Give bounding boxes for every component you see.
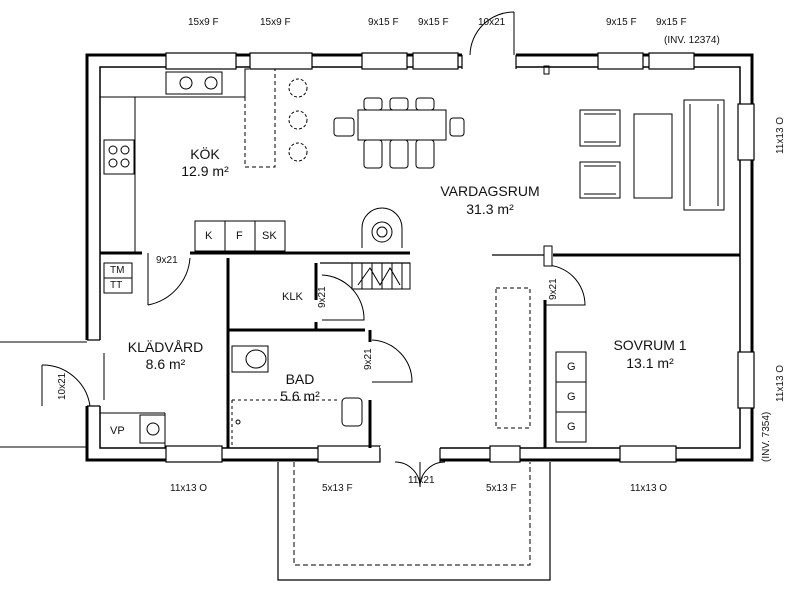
wardrobe xyxy=(495,287,531,429)
inventory-label-right: (INV. 7354) xyxy=(761,411,772,462)
room-bad-name: BAD xyxy=(285,371,315,387)
window-label-bottom-1: 11x13 O xyxy=(170,483,208,494)
kladvard-fixtures xyxy=(100,262,166,448)
room-sovrum1-name: SOVRUM 1 xyxy=(613,337,687,353)
fixture-vp-label: VP xyxy=(110,425,125,437)
fireplace xyxy=(361,207,403,248)
window-label-top-6: 9x15 F xyxy=(656,17,687,28)
window-label-top-2: 15x9 F xyxy=(260,17,291,28)
fixture-tm-label: TM xyxy=(110,265,125,276)
inventory-label-top: (INV. 12374) xyxy=(664,35,720,46)
fixture-f-label: F xyxy=(236,230,243,242)
sofa-group xyxy=(579,99,725,211)
fixture-tt-label: TT xyxy=(110,280,123,291)
window-label-top-5: 9x15 F xyxy=(606,17,637,28)
door-arc-sovrum xyxy=(544,264,586,306)
fixture-k-label: K xyxy=(205,230,213,242)
window-label-top-1: 15x9 F xyxy=(188,17,219,28)
bar-stools xyxy=(288,78,308,162)
window-label-right-2: 11x13 O xyxy=(775,364,786,402)
door-label-klk: 9x21 xyxy=(317,286,328,308)
closet-g-label-2: G xyxy=(567,391,576,403)
exterior-wall-inner xyxy=(99,66,741,449)
door-arc-bad xyxy=(371,339,413,383)
door-label-left-entry: 10x21 xyxy=(57,372,68,400)
window-label-top-3: 9x15 F xyxy=(368,17,399,28)
door-label-top: 10x21 xyxy=(478,17,506,28)
fixture-klk-label: KLK xyxy=(282,291,303,303)
room-kok-name: KÖK xyxy=(190,146,220,162)
bathroom-fixtures xyxy=(231,345,363,448)
window-label-bottom-4: 11x13 O xyxy=(630,483,668,494)
room-vardagsrum-area: 31.3 m² xyxy=(466,201,514,217)
top-windows xyxy=(165,52,695,70)
exterior-wall xyxy=(85,53,754,462)
left-entry-door-arc xyxy=(41,364,91,407)
room-kladvard-name: KLÄDVÅRD xyxy=(127,339,204,355)
window-label-bottom-2: 5x13 F xyxy=(322,483,353,494)
room-kladvard-area: 8.6 m² xyxy=(145,356,186,372)
kitchen-counter xyxy=(100,68,286,253)
right-windows xyxy=(737,103,755,409)
room-kok-area: 12.9 m² xyxy=(181,163,229,179)
wall-klk2 xyxy=(314,322,365,332)
sovrum-closets xyxy=(555,351,587,443)
room-bad-area: 5.6 m² xyxy=(280,388,320,404)
stairs xyxy=(351,262,411,290)
fixture-sk-label: SK xyxy=(262,230,277,242)
window-label-right-1: 11x13 O xyxy=(775,116,786,154)
door-label-bad: 9x21 xyxy=(363,348,374,370)
room-vardagsrum-name: VARDAGSRUM xyxy=(440,183,540,199)
window-label-bottom-3: 5x13 F xyxy=(486,483,517,494)
dining-table xyxy=(333,97,465,169)
top-door-arc xyxy=(469,11,515,56)
door-label-bottom: 11x21 xyxy=(408,475,435,486)
closet-g-label-3: G xyxy=(567,421,576,433)
door-arc-klk xyxy=(321,274,365,321)
door-label-kladvard: 9x21 xyxy=(156,255,178,266)
door-label-sovrum: 9x21 xyxy=(548,278,559,300)
door-arc-kladvard xyxy=(147,253,191,306)
room-sovrum1-area: 13.1 m² xyxy=(626,355,674,371)
terrace xyxy=(293,462,531,566)
closet-g-label-1: G xyxy=(567,361,576,373)
window-label-top-4: 9x15 F xyxy=(418,17,449,28)
bottom-windows xyxy=(165,445,677,463)
